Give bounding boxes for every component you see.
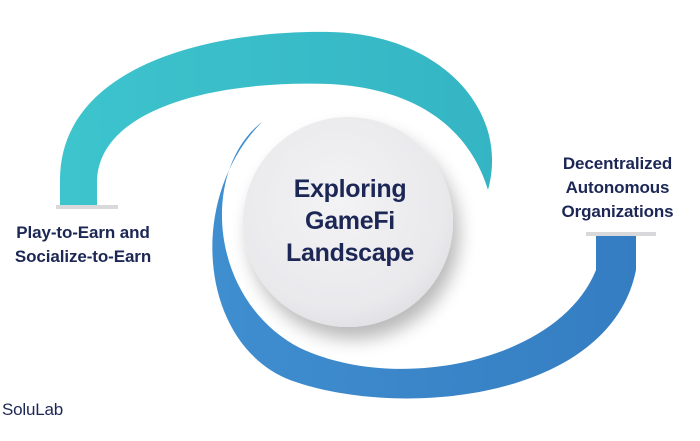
- right-item-label: Decentralized Autonomous Organizations: [535, 152, 700, 224]
- teal-arc: [60, 31, 493, 205]
- left-item-line-1: Play-to-Earn and: [16, 223, 150, 242]
- left-item-line-2: Socialize-to-Earn: [14, 247, 152, 266]
- center-title-line-3: Landscape: [286, 239, 414, 267]
- right-item-line-1: Decentralized: [562, 154, 673, 173]
- center-title-line-2: GameFi: [305, 207, 395, 235]
- right-item-line-2: Autonomous: [565, 178, 670, 197]
- center-circle: [243, 117, 453, 327]
- blue-stub-cap: [586, 232, 656, 236]
- teal-stub-cap: [56, 205, 118, 209]
- right-item-line-3: Organizations: [561, 202, 674, 221]
- center-title: Exploring GameFi Landscape: [250, 173, 450, 269]
- brand-logo-text: SoluLab: [2, 400, 63, 419]
- left-item-label: Play-to-Earn and Socialize-to-Earn: [0, 221, 166, 269]
- center-title-line-1: Exploring: [293, 175, 407, 203]
